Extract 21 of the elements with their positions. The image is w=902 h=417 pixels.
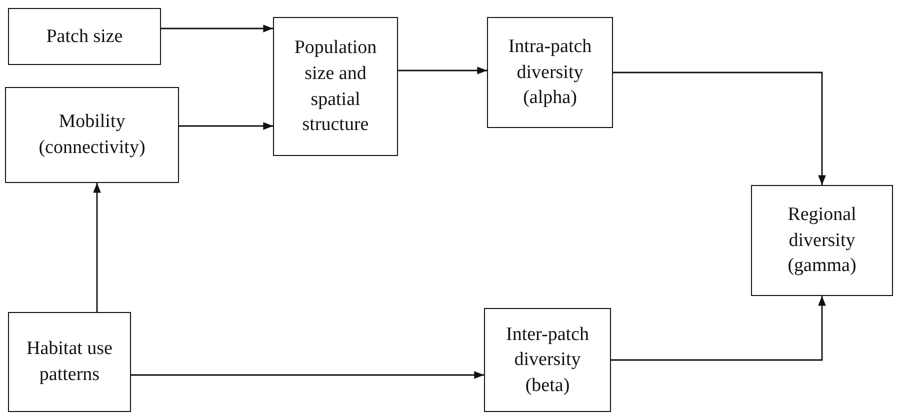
process-box — [8, 312, 131, 412]
arrow — [93, 183, 101, 312]
arrow — [613, 72, 826, 185]
process-box — [487, 17, 613, 128]
arrow — [179, 122, 273, 130]
box-label: Mobility (connectivity) — [38, 110, 146, 160]
box-label: Population size and spatial structure — [293, 36, 378, 138]
box-label: Regional diversity (gamma) — [786, 203, 858, 278]
box-label: Patch size — [45, 24, 124, 49]
process-box — [273, 17, 398, 156]
process-box — [751, 185, 893, 296]
arrow — [611, 296, 826, 361]
box-label: Inter-patch diversity (beta) — [505, 322, 590, 398]
box-label: Habitat use patterns — [25, 337, 114, 387]
box-label: Intra-patch diversity (alpha) — [507, 35, 593, 110]
arrow — [398, 66, 487, 74]
process-box — [5, 87, 179, 183]
arrow — [131, 371, 484, 379]
process-box — [8, 8, 161, 65]
process-box — [484, 308, 611, 412]
arrow — [161, 24, 273, 32]
